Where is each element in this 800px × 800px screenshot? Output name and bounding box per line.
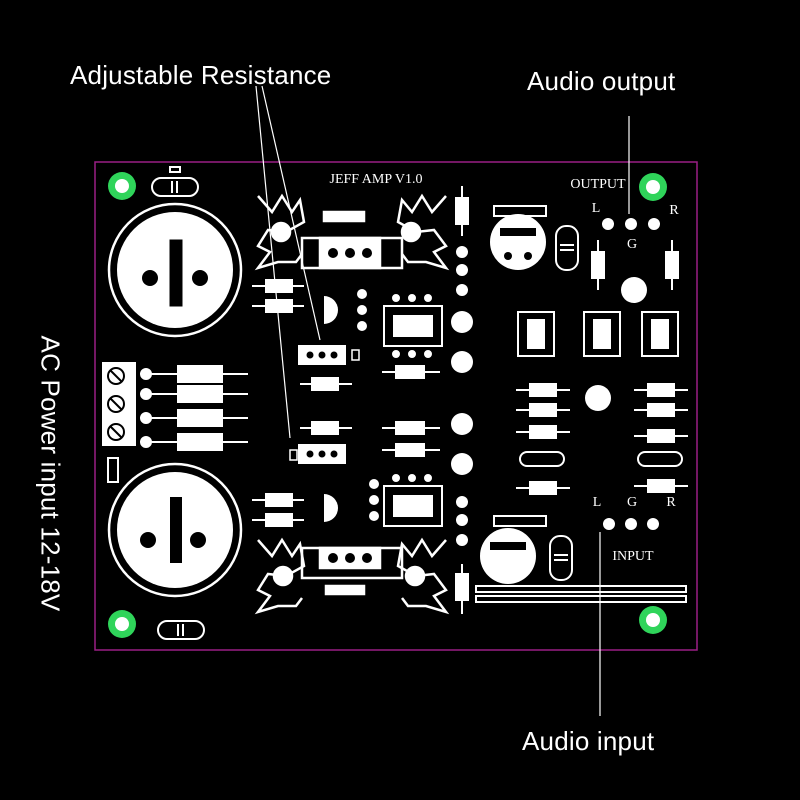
input-right-label: R <box>666 495 676 510</box>
bottom-bus-strips <box>475 585 687 603</box>
svg-text:3: 3 <box>651 184 655 193</box>
rectifier-diodes <box>140 365 248 451</box>
ic-socket-top-center <box>383 294 443 358</box>
output-label: OUTPUT <box>570 177 626 192</box>
electrolytic-capacitor-top: + <box>107 202 243 338</box>
power-terminal-block <box>102 362 136 446</box>
electrolytic-capacitor-right-top <box>490 205 547 270</box>
transistor-pins-top <box>328 248 372 258</box>
input-jack-pads <box>603 518 659 530</box>
ic-right-3 <box>641 311 679 357</box>
fuse-holder <box>107 457 119 483</box>
leader-lines <box>255 85 630 716</box>
mounting-hole-top-right: 3 <box>639 173 667 201</box>
svg-text:3: 3 <box>651 617 655 626</box>
output-right-label: R <box>669 203 679 218</box>
electrolytic-capacitor-right-bottom <box>480 515 547 584</box>
capacitor-top-left <box>151 166 199 197</box>
input-left-label: L <box>593 495 602 510</box>
output-left-label: L <box>592 201 601 216</box>
trimmer-potentiometer-top <box>298 345 360 365</box>
heatsink-bottom <box>254 537 450 615</box>
ac-power-annotation: AC Power input 12-18V <box>35 335 66 612</box>
transistor-pins-bottom <box>328 553 372 563</box>
mounting-hole-bottom-left: 3 <box>108 610 136 638</box>
board-title: JEFF AMP V1.0 <box>330 172 423 187</box>
output-ground-label: G <box>627 237 637 252</box>
mounting-hole-bottom-right: 3 <box>639 606 667 634</box>
output-jack-pads <box>602 218 660 230</box>
svg-text:+: + <box>145 250 155 270</box>
ic-socket-bottom-center <box>383 474 443 527</box>
resistors-center <box>382 186 469 614</box>
audio-output-annotation: Audio output <box>527 66 676 96</box>
input-label: INPUT <box>612 549 654 564</box>
svg-text:3: 3 <box>120 183 124 192</box>
ic-right-2 <box>583 311 621 357</box>
trimmer-potentiometer-bottom <box>289 444 346 464</box>
resistors-right <box>516 240 688 495</box>
transistor-right <box>585 277 647 411</box>
resistors-left-middle <box>252 279 352 527</box>
film-caps-right <box>549 225 579 581</box>
small-transistors-left <box>324 289 379 522</box>
capacitor-bottom-left <box>157 620 205 640</box>
board-outline <box>94 161 698 651</box>
ic-right-1 <box>517 311 555 357</box>
audio-input-annotation: Audio input <box>522 726 655 756</box>
leds-center <box>451 246 473 546</box>
input-ground-label: G <box>627 495 637 510</box>
svg-text:3: 3 <box>120 621 124 630</box>
mounting-hole-top-left: 3 <box>108 172 136 200</box>
adjustable-resistance-annotation: Adjustable Resistance <box>70 60 332 90</box>
electrolytic-capacitor-bottom <box>107 462 243 598</box>
